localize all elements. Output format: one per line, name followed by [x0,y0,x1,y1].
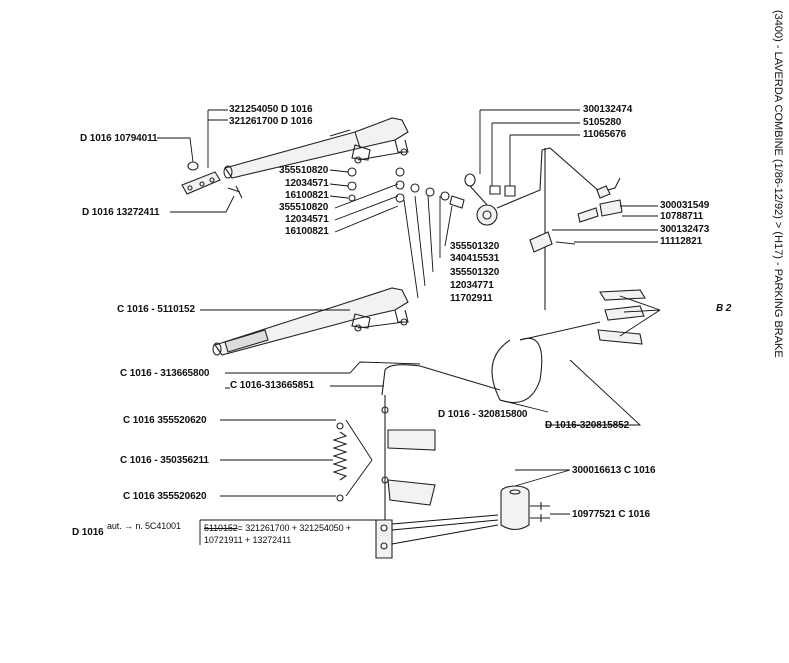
label-355510820-a: 355510820 [279,165,329,176]
label-313665851: C 1016-313665851 [230,380,315,391]
label-16100821-a: 16100821 [285,190,329,201]
label-10977521: 10977521 C 1016 [572,509,651,520]
label-355501320-b: 355501320 [450,267,500,278]
label-5105280: 5105280 [583,117,622,128]
label-11112821: 11112821 [660,236,703,247]
label-5110152: C 1016 - 5110152 [117,304,195,315]
note-aut: aut. → n. 5C41001 [107,521,181,531]
label-11702911: 11702911 [450,293,493,304]
label-12034571-a: 12034571 [285,178,329,189]
label-321254050: 321254050 D 1016 [229,104,313,115]
label-355510820-b: 355510820 [279,202,329,213]
note-line1-rest: = 321261700 + 321254050 + [237,523,352,533]
label-320815800: D 1016 - 320815800 [438,409,528,420]
label-355520620-b: C 1016 355520620 [123,491,207,502]
label-13272411: D 1016 13272411 [82,207,160,218]
note-line2: 10721911 + 13272411 [204,535,292,545]
label-300016613: 300016613 C 1016 [572,465,656,476]
page-title: (3400) - LAVERDA COMBINE (1/86-12/92) > … [772,10,784,358]
label-350356211: C 1016 - 350356211 [120,455,209,466]
label-321261700: 321261700 D 1016 [229,116,313,127]
label-355520620-a: C 1016 355520620 [123,415,207,426]
label-10788711: 10788711 [660,211,704,222]
label-16100821-b: 16100821 [285,226,329,237]
upper-lever [224,117,409,179]
note-old-part: 5110152 [204,523,238,533]
label-355501320-a: 355501320 [450,241,500,252]
note-line1: 5110152= 321261700 + 321254050 + [204,522,351,534]
label-340415531: 340415531 [450,253,500,264]
label-300132473: 300132473 [660,224,710,235]
label-12034771: 12034771 [450,280,494,291]
label-10794011: D 1016 10794011 [80,133,158,144]
label-313665800: C 1016 - 313665800 [120,368,210,379]
label-300031549: 300031549 [660,200,710,211]
label-300132474: 300132474 [583,104,633,115]
label-12034571-b: 12034571 [285,214,329,225]
label-320815852: D 1016-320815852 [545,420,630,431]
note-model: D 1016 [72,527,104,538]
label-b2: B 2 [716,303,732,314]
label-11065676: 11065676 [583,129,627,140]
